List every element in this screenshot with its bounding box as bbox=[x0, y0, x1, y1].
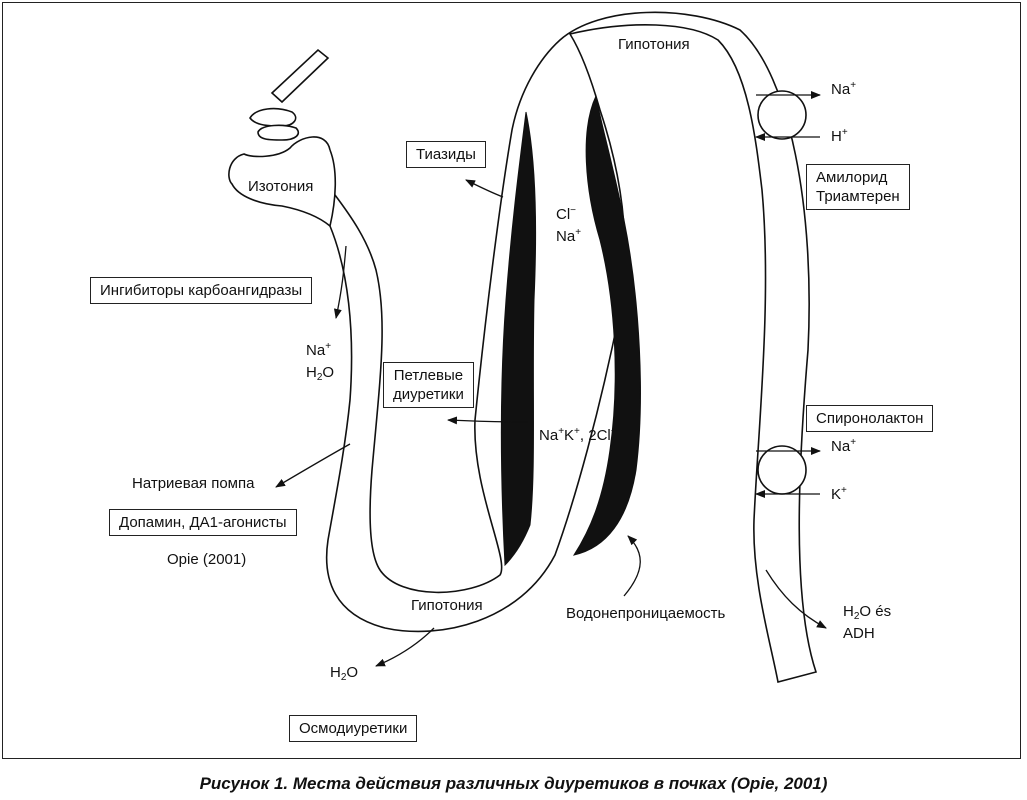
spironolactone-na-label: Na+ bbox=[831, 437, 857, 456]
amiloride-transporter bbox=[757, 90, 807, 140]
amiloride-na-label: Na+ bbox=[831, 80, 857, 99]
dopamine-box: Допамин, ДА1-агонисты bbox=[109, 509, 297, 536]
collecting-adh-label: ADH bbox=[843, 625, 875, 642]
water-impermeability-label: Водонепроницаемость bbox=[566, 605, 726, 622]
thick-ascending-limb bbox=[500, 111, 537, 567]
spironolactone-k-label: K+ bbox=[831, 485, 847, 504]
flux-arrows bbox=[275, 91, 827, 667]
hypotonia-top-label: Гипотония bbox=[618, 36, 690, 53]
figure-frame bbox=[2, 2, 1021, 759]
nephron-diagram bbox=[228, 11, 827, 683]
tubule-outer-wall bbox=[325, 11, 818, 683]
amiloride-line: Амилорид bbox=[816, 169, 888, 186]
amiloride-h-label: H+ bbox=[831, 127, 848, 146]
spironolactone-transporter bbox=[757, 445, 807, 495]
spironolactone-box: Спиронолактон bbox=[806, 405, 934, 432]
thiazides-box: Тиазиды bbox=[406, 141, 486, 168]
proximal-h2o-label: H2O bbox=[306, 364, 335, 383]
triamterene-line: Триамтерен bbox=[816, 188, 900, 205]
thiazide-na-label: Na+ bbox=[556, 227, 582, 246]
loop-diuretics-line2: диуретики bbox=[393, 386, 464, 403]
collecting-h2o-label: H2O és bbox=[843, 603, 892, 622]
loop-diuretics-line1: Петлевые bbox=[393, 367, 464, 384]
hypotonia-bottom-label: Гипотония bbox=[411, 597, 483, 614]
figure-caption: Рисунок 1. Места действия различных диур… bbox=[199, 774, 828, 793]
osmotic-diuretics-box: Осмодиуретики bbox=[289, 715, 418, 742]
proximal-na-label: Na+ bbox=[306, 341, 332, 360]
loop-diuretics-box: Петлевые диуретики bbox=[383, 362, 474, 408]
sodium-pump-label: Натриевая помпа bbox=[132, 475, 255, 492]
citation-label: Opie (2001) bbox=[167, 551, 247, 568]
amiloride-triamterene-box: Амилорид Триамтерен bbox=[806, 164, 910, 210]
isotonia-label: Изотония bbox=[248, 178, 314, 195]
carbonic-anhydrase-inhibitors-box: Ингибиторы карбоангидразы bbox=[90, 277, 313, 304]
bottom-h2o-label: H2O bbox=[330, 664, 359, 683]
glomerulus bbox=[228, 48, 331, 227]
loop-ions-label: Na+K+, 2Cl− bbox=[539, 426, 617, 445]
thick-ascending-limb-2 bbox=[572, 94, 641, 556]
thiazide-cl-label: Cl− bbox=[556, 205, 577, 224]
